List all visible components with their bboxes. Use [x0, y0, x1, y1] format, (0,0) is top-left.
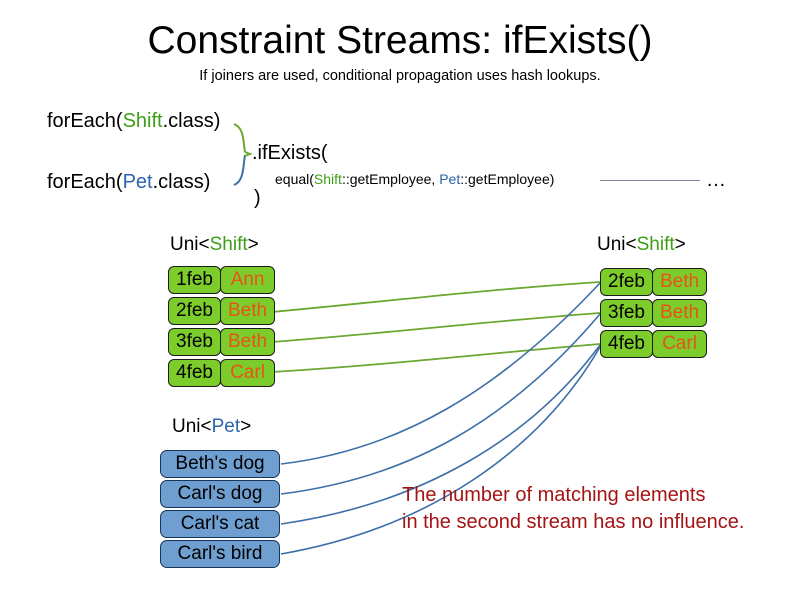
label-left-suffix: >: [247, 234, 259, 255]
link-shift-2feb: [271, 281, 601, 313]
cell-date: 3feb: [600, 299, 653, 327]
brace-tip: [244, 151, 253, 157]
list-item[interactable]: Carl's dog: [160, 480, 280, 508]
cell-name: Carl: [652, 330, 707, 358]
code-equal-right-type: Pet: [439, 171, 461, 187]
list-item[interactable]: Carl's cat: [160, 510, 280, 538]
label-pet-prefix: Uni<: [172, 416, 212, 437]
link-shift-4feb: [271, 343, 601, 373]
cell-date: 1feb: [168, 266, 221, 294]
code-close-paren: ): [254, 187, 261, 209]
code-ifexists: .ifExists(: [252, 142, 328, 164]
code-foreach-pet: forEach(Pet.class): [47, 170, 210, 194]
cell-name: Ann: [220, 266, 275, 294]
annotation-note: The number of matching elements in the s…: [402, 482, 744, 536]
cell-date: 4feb: [168, 359, 221, 387]
stream-label-right-shift: Uni<Shift>: [597, 233, 686, 256]
list-item[interactable]: Beth's dog: [160, 450, 280, 478]
table-row[interactable]: 4feb Carl: [600, 330, 707, 358]
table-row[interactable]: 3feb Beth: [168, 328, 275, 356]
label-right-prefix: Uni<: [597, 234, 637, 255]
code-equal-left-type: Shift: [313, 171, 342, 187]
code-type-pet: Pet: [122, 171, 153, 193]
cell-name: Beth: [220, 297, 275, 325]
label-right-suffix: >: [674, 234, 686, 255]
label-right-type: Shift: [636, 234, 675, 255]
code-equal-joiner: equal(Shift::getEmployee, Pet::getEmploy…: [275, 170, 554, 188]
table-row[interactable]: 2feb Beth: [168, 297, 275, 325]
code-foreach-pet-suffix: .class): [152, 171, 211, 193]
cell-name: Carl: [220, 359, 275, 387]
code-equal-left-method: ::getEmployee,: [341, 171, 440, 187]
cell-date: 2feb: [168, 297, 221, 325]
code-foreach-pet-prefix: forEach(: [47, 171, 123, 193]
continuation-line: [600, 180, 700, 181]
stream-label-pet: Uni<Pet>: [172, 415, 251, 438]
continuation-ellipsis: …: [706, 169, 726, 191]
code-equal-prefix: equal(: [275, 171, 314, 187]
cell-date: 4feb: [600, 330, 653, 358]
link-pet-beths-dog: [280, 282, 601, 465]
label-pet-type: Pet: [211, 416, 241, 437]
cell-name: Beth: [652, 268, 707, 296]
cell-name: Beth: [220, 328, 275, 356]
label-left-prefix: Uni<: [170, 234, 210, 255]
table-row[interactable]: 1feb Ann: [168, 266, 275, 294]
link-pet-carls-dog: [280, 313, 601, 495]
annotation-line-2: in the second stream has no influence.: [402, 511, 745, 533]
cell-name: Beth: [652, 299, 707, 327]
code-foreach-shift-suffix: .class): [162, 110, 221, 132]
code-equal-right-method: ::getEmployee): [460, 171, 555, 187]
table-row[interactable]: 4feb Carl: [168, 359, 275, 387]
page-subtitle: If joiners are used, conditional propaga…: [199, 68, 601, 84]
brace-arm-pet: [233, 154, 246, 186]
brace-arm-shift: [233, 123, 246, 153]
stream-label-left-shift: Uni<Shift>: [170, 233, 259, 256]
label-left-type: Shift: [209, 234, 248, 255]
label-pet-suffix: >: [240, 416, 252, 437]
table-row[interactable]: 3feb Beth: [600, 299, 707, 327]
annotation-line-1: The number of matching elements: [402, 484, 706, 506]
code-type-shift: Shift: [122, 110, 163, 132]
table-row[interactable]: 2feb Beth: [600, 268, 707, 296]
page-title: Constraint Streams: ifExists(): [147, 19, 653, 62]
cell-date: 2feb: [600, 268, 653, 296]
link-shift-3feb: [271, 312, 601, 343]
cell-date: 3feb: [168, 328, 221, 356]
code-foreach-shift: forEach(Shift.class): [47, 109, 220, 133]
list-item[interactable]: Carl's bird: [160, 540, 280, 568]
code-foreach-shift-prefix: forEach(: [47, 110, 123, 132]
